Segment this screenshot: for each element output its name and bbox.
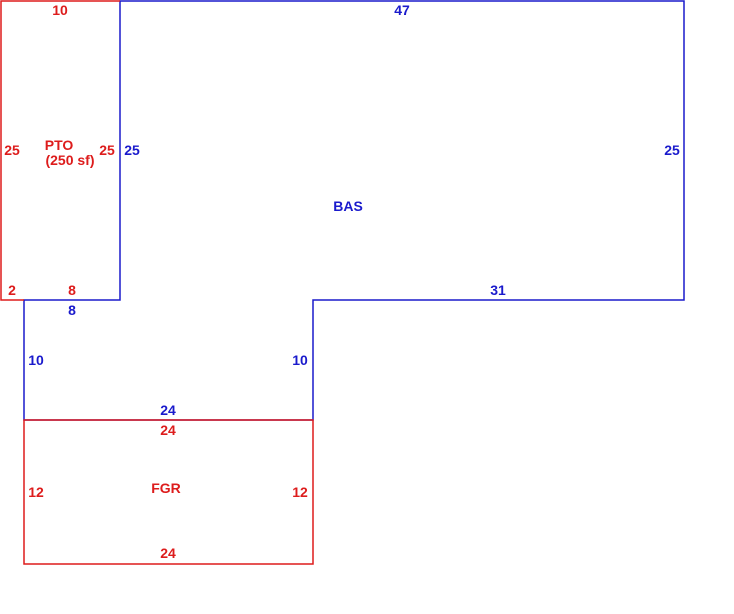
fgr-dim-top: 24 (160, 422, 176, 438)
pto-dim-left: 25 (4, 142, 20, 158)
fgr-label: FGR (151, 480, 181, 496)
bas-dim-bottom: 24 (160, 402, 176, 418)
bas-dim-step-right: 31 (490, 282, 506, 298)
pto-label: PTO (45, 137, 74, 153)
bas-dim-top: 47 (394, 2, 410, 18)
pto-dim-bottom-right: 8 (68, 282, 76, 298)
bas-dim-step-left: 8 (68, 302, 76, 318)
bas-label: BAS (333, 198, 363, 214)
pto-dim-top: 10 (52, 2, 68, 18)
bas-dim-step-inner: 10 (292, 352, 308, 368)
bas-dim-left-upper: 25 (124, 142, 140, 158)
fgr-dim-bottom: 24 (160, 545, 176, 561)
fgr-dim-left: 12 (28, 484, 44, 500)
bas-dim-right: 25 (664, 142, 680, 158)
pto-dim-bottom-left: 2 (8, 282, 16, 298)
pto-area: (250 sf) (45, 152, 94, 168)
pto-dim-right: 25 (99, 142, 115, 158)
bas-dim-left-lower: 10 (28, 352, 44, 368)
fgr-dim-right: 12 (292, 484, 308, 500)
pto-outline (0, 0, 120, 301)
fgr-outline (23, 419, 314, 565)
